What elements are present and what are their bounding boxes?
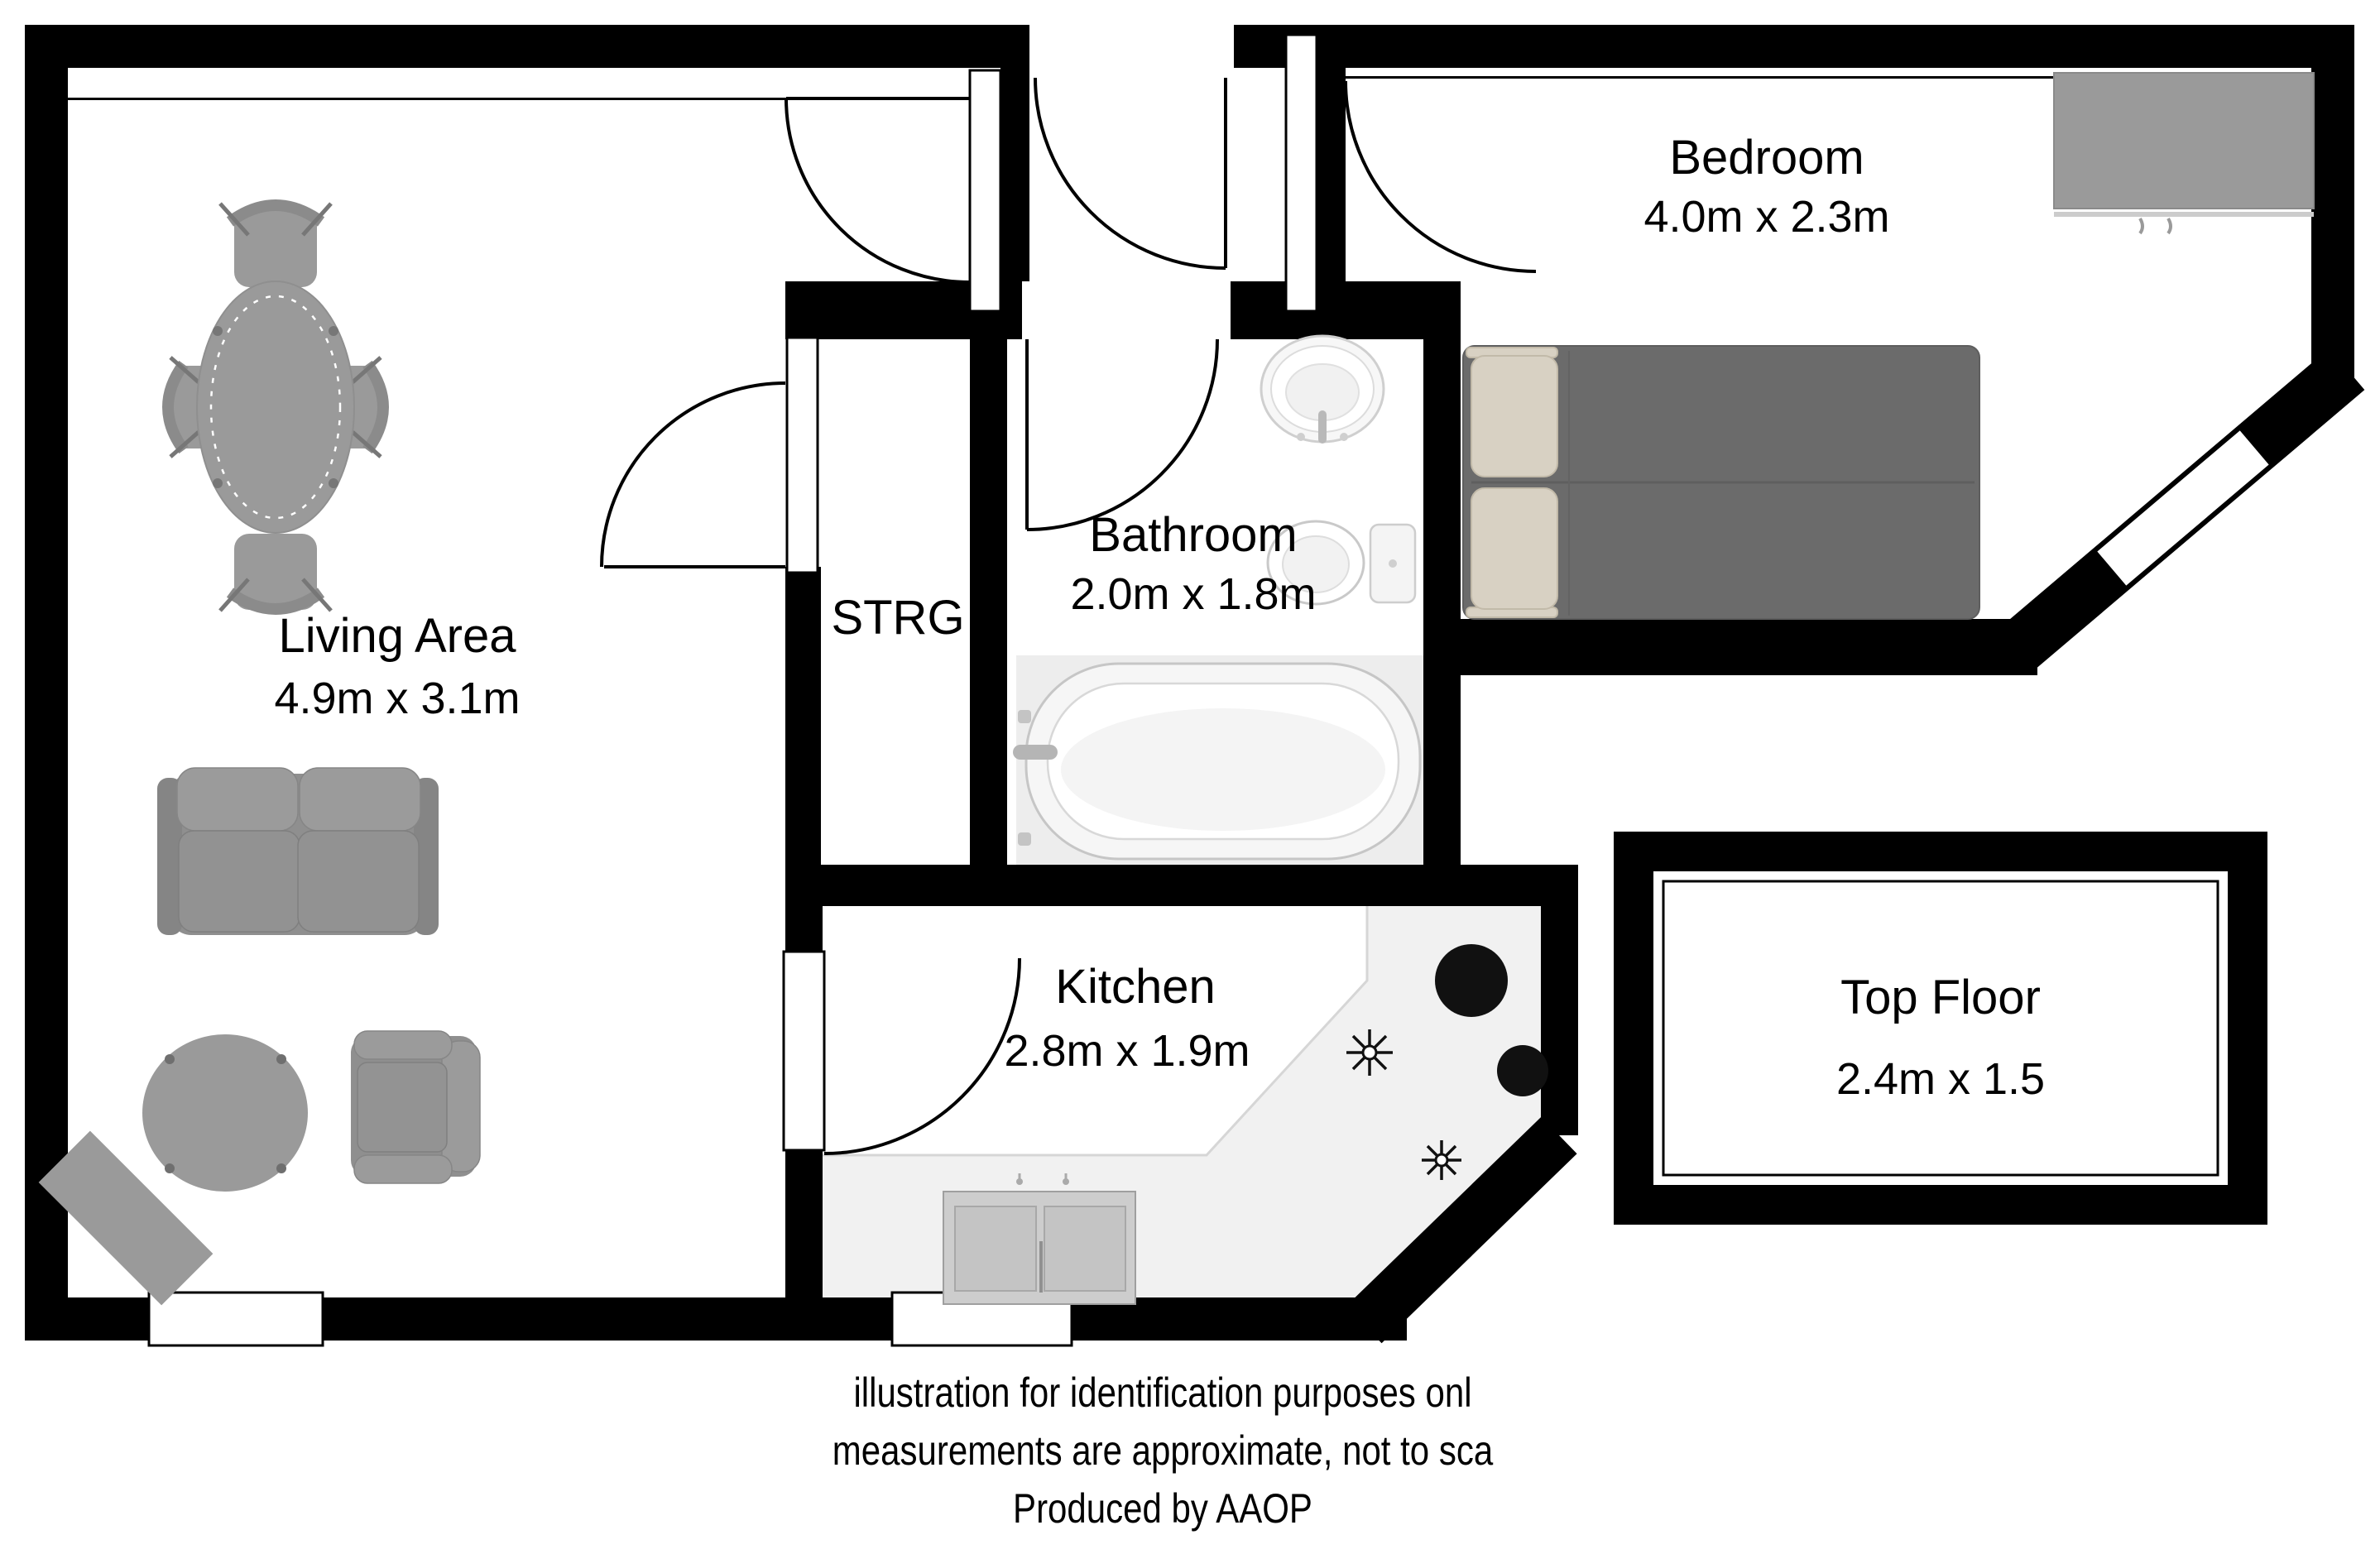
- bathroom-label: Bathroom: [1089, 508, 1297, 562]
- cooktop: [1346, 944, 1548, 1180]
- dining-set: [162, 199, 389, 615]
- top-floor-label: Top Floor: [1840, 971, 2041, 1024]
- footer-disclaimer: illustration for identification purposes…: [186, 1364, 2139, 1537]
- bathroom-dims: 2.0m x 1.8m: [1070, 569, 1316, 619]
- window-bedroom-chamfer: [2092, 425, 2274, 591]
- door-storage: [600, 336, 819, 574]
- top-floor-dims: 2.4m x 1.5: [1836, 1054, 2045, 1104]
- bedroom-dims: 4.0m x 2.3m: [1643, 192, 1889, 242]
- bathroom-sink: [1260, 334, 1385, 444]
- dining-table: [196, 281, 355, 534]
- kitchen-sink-unit: [943, 1173, 1136, 1305]
- bathtub: [1013, 662, 1422, 861]
- double-bed: [1462, 345, 1980, 620]
- coffee-table: [142, 1034, 308, 1192]
- door-hallway-living: [785, 69, 1002, 313]
- kitchen-label: Kitchen: [1055, 960, 1215, 1014]
- bedroom-label: Bedroom: [1669, 131, 1864, 185]
- living-area-label: Living Area: [279, 609, 517, 663]
- toilet: [1266, 520, 1417, 606]
- walls: [25, 25, 2365, 1344]
- rug: [38, 1130, 214, 1306]
- living-area-dims: 4.9m x 3.1m: [274, 674, 520, 723]
- armchair: [351, 1030, 481, 1184]
- wardrobe: [2053, 72, 2315, 235]
- footer-line-1: illustration for identification purposes…: [853, 1369, 1472, 1416]
- footer-line-3: Produced by AAOP: [1013, 1485, 1312, 1532]
- kitchen-dims: 2.8m x 1.9m: [1004, 1026, 1250, 1076]
- top-floor-room: [1614, 832, 2267, 1225]
- footer-line-2: measurements are approximate, not to sca: [832, 1427, 1494, 1474]
- door-entry: [1034, 77, 1227, 270]
- sofa: [157, 767, 439, 935]
- door-bedroom: [1284, 33, 1537, 313]
- door-kitchen: [782, 950, 1021, 1155]
- storage-label: STRG: [831, 591, 964, 645]
- window-living-room: [147, 1291, 324, 1347]
- door-bathroom: [1022, 281, 1231, 531]
